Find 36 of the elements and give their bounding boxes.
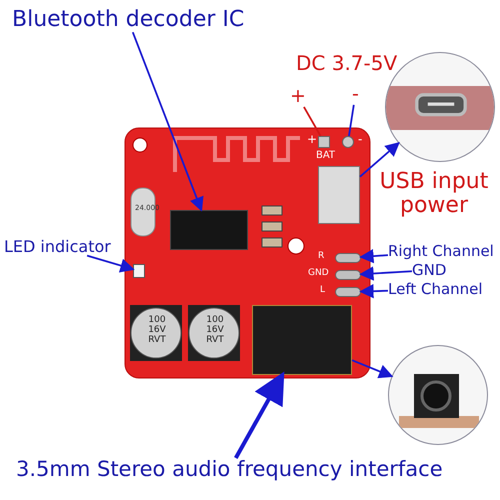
arrow (352, 359, 394, 378)
capacitor-marking: 100 16V RVT (205, 316, 225, 346)
silkscreen-text: BAT (316, 150, 336, 161)
leader-line (348, 104, 355, 136)
callout-label: Right Channel (388, 243, 494, 260)
voltage-label: DC 3.7-5V (296, 52, 398, 74)
polarity-sign: - (352, 84, 359, 105)
silkscreen-text: R (318, 252, 324, 262)
callout-label: LED indicator (4, 238, 111, 256)
callout-label: 3.5mm Stereo audio frequency interface (16, 458, 443, 482)
arrow (359, 248, 388, 264)
leader-line (303, 106, 322, 136)
arrow (359, 266, 412, 281)
arrow (86, 254, 135, 273)
arrow (132, 32, 204, 212)
contact-pad (335, 270, 361, 280)
usb-port (318, 166, 360, 224)
caption-text: USB input power (378, 170, 490, 218)
silkscreen-text: GND (308, 269, 329, 279)
arrow (359, 284, 388, 298)
led (133, 264, 145, 278)
polarity-sign: + (290, 86, 306, 107)
callout-label: Left Channel (388, 281, 483, 298)
capacitor-marking: 100 16V RVT (147, 316, 167, 346)
arrow (359, 142, 400, 178)
silkscreen-text: + (307, 133, 318, 146)
audio-jack (252, 305, 352, 375)
arrow (234, 372, 284, 459)
contact-pad (335, 287, 361, 297)
silkscreen-text: L (320, 286, 326, 296)
silkscreen-text: - (358, 133, 362, 146)
solder-pad (318, 136, 330, 148)
contact-pad (335, 253, 361, 263)
callout-label: Bluetooth decoder IC (12, 8, 244, 32)
ic-chip (170, 210, 248, 250)
callout-label: GND (412, 262, 446, 278)
